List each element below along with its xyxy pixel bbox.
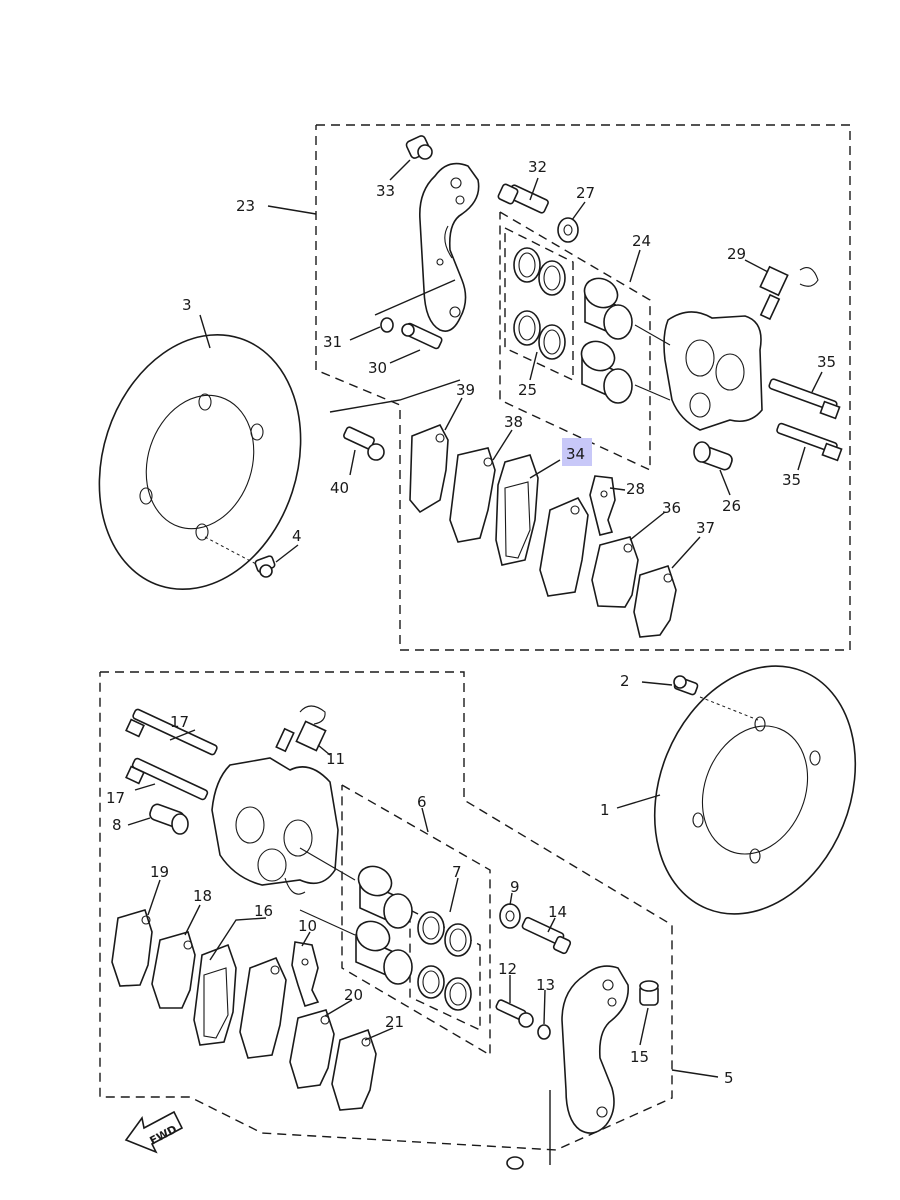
callout-39: 39: [456, 381, 475, 399]
upper-piston-seal-boundary: [504, 227, 574, 382]
sleeve-8: [149, 803, 189, 835]
brake-disc-left: [98, 333, 302, 591]
callout-7: 7: [452, 863, 462, 881]
pad-spring-10: [291, 941, 320, 1007]
brake-pad-lower-a: [193, 943, 237, 1046]
callout-29: 29: [727, 245, 746, 263]
callout-2: 2: [620, 672, 630, 690]
callout-13: 13: [536, 976, 555, 994]
callout-10: 10: [298, 917, 317, 935]
callout-31: 31: [323, 333, 342, 351]
lower-caliper-group-boundary: [99, 671, 673, 1151]
pistons-lower: [355, 865, 413, 985]
fwd-arrow-icon: FWD: [124, 1110, 184, 1154]
bolt-30: [401, 322, 443, 350]
bolt-14: [521, 916, 572, 955]
slide-pin-17a: [125, 708, 218, 756]
brake-pad-34: [539, 496, 589, 597]
callout-34: 34: [566, 445, 585, 463]
callout-8: 8: [112, 816, 122, 834]
callout-35a: 35: [817, 353, 836, 371]
bolt-12: [495, 999, 534, 1028]
caliper-body-lower: [211, 757, 356, 936]
bolt-32: [497, 183, 549, 214]
callout-36: 36: [662, 499, 681, 517]
slide-pin-17b: [125, 757, 209, 801]
caliper-bracket-upper: [418, 162, 480, 332]
brake-pad-upper-a: [495, 454, 539, 566]
callout-19: 19: [150, 863, 169, 881]
caliper-bracket-lower: [561, 965, 629, 1134]
pistons-upper: [580, 277, 633, 404]
leader-lines: [127, 159, 823, 1078]
callout-15: 15: [630, 1048, 649, 1066]
callout-35b: 35: [782, 471, 801, 489]
callout-33: 33: [376, 182, 395, 200]
callout-1: 1: [600, 801, 610, 819]
callout-26: 26: [722, 497, 741, 515]
callout-16: 16: [254, 902, 273, 920]
lower-caliper-body-boundary: [341, 784, 491, 1057]
callout-17b: 17: [106, 789, 125, 807]
nut-27: [557, 217, 579, 243]
callout-34-highlight: [562, 438, 592, 466]
callout-32: 32: [528, 158, 547, 176]
washer-31: [380, 317, 394, 333]
callout-4: 4: [292, 527, 302, 545]
callout-17a: 17: [170, 713, 189, 731]
upper-caliper-group-boundary: [315, 124, 851, 651]
callout-21: 21: [385, 1013, 404, 1031]
piston-seals-lower: [417, 911, 472, 1011]
nut-9: [499, 903, 521, 929]
shim-36: [591, 536, 639, 608]
callout-18: 18: [193, 887, 212, 905]
brake-disc-right: [653, 665, 857, 915]
shim-20: [289, 1009, 335, 1089]
collar-15: [639, 980, 659, 1006]
bolt-40: [343, 426, 385, 461]
callout-23: 23: [236, 197, 255, 215]
shim-39: [409, 423, 449, 514]
callout-3: 3: [182, 296, 192, 314]
callout-6: 6: [417, 793, 427, 811]
bleed-valve-29: [759, 265, 819, 321]
callout-27: 27: [576, 184, 595, 202]
callout-38: 38: [504, 413, 523, 431]
piston-seals-upper: [513, 247, 566, 360]
callout-28: 28: [626, 480, 645, 498]
disc-bolt-4: [204, 536, 276, 578]
shim-38: [449, 447, 496, 543]
callout-5: 5: [724, 1069, 734, 1087]
callout-37: 37: [696, 519, 715, 537]
callout-20: 20: [344, 986, 363, 1004]
callout-labels: 33 32 27 24 29 23 3 31 30 35 25 39 38 34…: [106, 158, 836, 1087]
slide-pin-35a: [768, 378, 841, 420]
washer-13: [537, 1024, 551, 1040]
disc-bolt-2: [673, 675, 699, 696]
callout-11: 11: [326, 750, 345, 768]
bleed-cap-33: [405, 135, 433, 160]
shim-18: [151, 931, 196, 1009]
callout-9: 9: [510, 878, 520, 896]
upper-caliper-body-boundary: [499, 211, 651, 472]
shim-37: [633, 564, 677, 638]
partial-bolt-bottom: [506, 1090, 551, 1170]
shim-19: [111, 909, 153, 987]
bleed-valve-11: [275, 705, 327, 753]
callout-12: 12: [498, 960, 517, 978]
callout-30: 30: [368, 359, 387, 377]
pad-spring-28: [589, 475, 616, 536]
callout-14: 14: [548, 903, 567, 921]
brake-pad-16: [239, 956, 287, 1059]
callout-25: 25: [518, 381, 537, 399]
callout-24: 24: [632, 232, 651, 250]
sleeve-26: [693, 441, 733, 471]
caliper-body-upper: [634, 311, 763, 431]
shim-21: [331, 1028, 377, 1111]
callout-40: 40: [330, 479, 349, 497]
slide-pin-35b: [776, 422, 843, 462]
